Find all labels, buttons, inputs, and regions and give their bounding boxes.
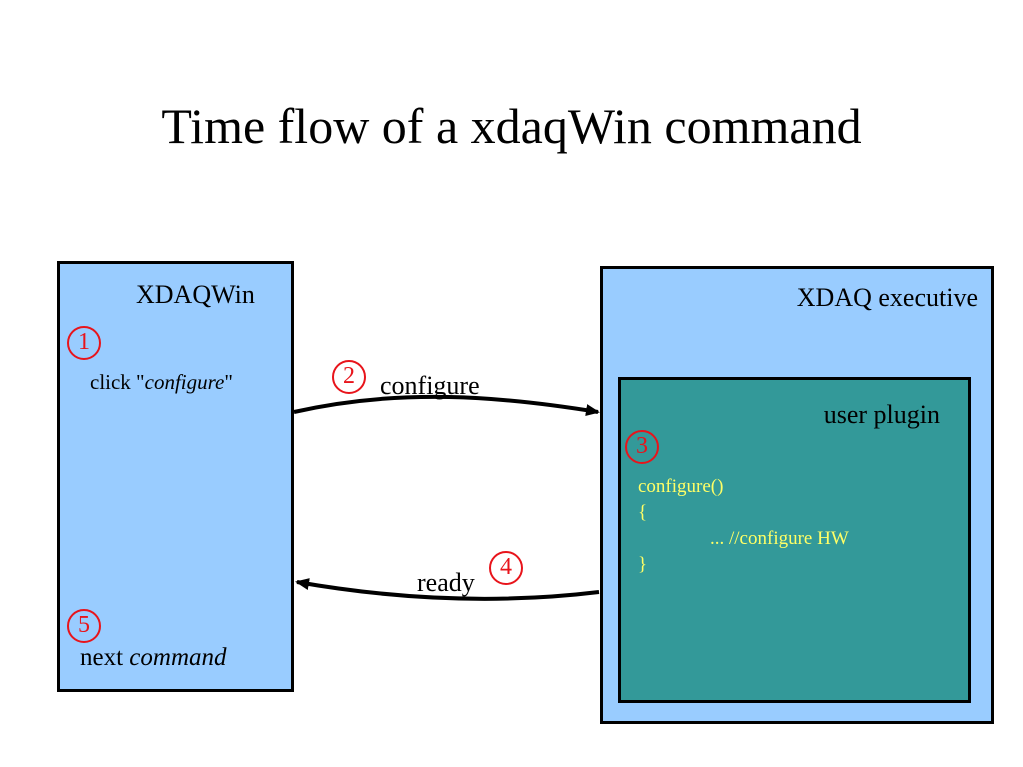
- click-suffix: ": [224, 370, 233, 394]
- ready-arrow-label: ready: [417, 568, 475, 597]
- code-line: configure(): [638, 476, 724, 497]
- next-command: command: [129, 644, 227, 671]
- click-prefix: click ": [90, 370, 145, 394]
- step-1-marker: 1: [67, 326, 101, 360]
- configure-arrow: [293, 394, 600, 416]
- step-4-marker: 4: [489, 551, 523, 585]
- plugin-title: user plugin: [823, 400, 940, 429]
- xdaqwin-title: XDAQWin: [136, 280, 255, 309]
- next-command-text: next command: [80, 644, 227, 672]
- click-configure-text: click "configure": [90, 370, 233, 394]
- code-line: ... //configure HW: [710, 528, 849, 549]
- step-2-marker: 2: [332, 360, 366, 394]
- executive-title: XDAQ executive: [796, 283, 978, 312]
- next-word: next: [80, 644, 130, 671]
- code-line: }: [638, 554, 648, 575]
- ready-arrow: [295, 578, 600, 601]
- configure-arrow-label: configure: [380, 371, 480, 400]
- user-plugin-box: user plugin configure() { ... //configur…: [618, 377, 971, 703]
- step-5-marker: 5: [67, 609, 101, 643]
- click-command: configure: [144, 370, 225, 394]
- slide-title: Time flow of a xdaqWin command: [161, 98, 862, 154]
- code-line: {: [638, 502, 648, 523]
- step-3-marker: 3: [625, 430, 659, 464]
